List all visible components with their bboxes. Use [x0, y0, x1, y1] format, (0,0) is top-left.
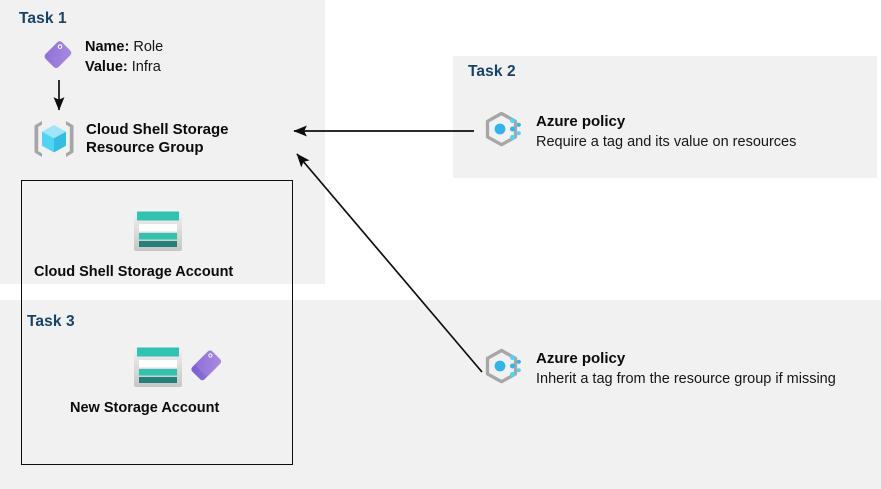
storage-accounts-container [21, 180, 293, 465]
task2-panel [453, 56, 877, 178]
storage-account-icon [132, 343, 184, 389]
tag-name-label: Name: [85, 39, 130, 55]
tag-icon [190, 348, 226, 384]
storage-account-icon [132, 207, 184, 253]
tag-key-value-block: Name: Role Value: Infra [85, 37, 163, 77]
azure-policy-require-description: Require a tag and its value on resources [536, 134, 797, 150]
tag-value-label: Value: [85, 59, 128, 75]
tag-name-row: Name: Role [85, 37, 163, 57]
tag-name-value: Role [133, 39, 164, 55]
azure-policy-inherit-description: Inherit a tag from the resource group if… [536, 371, 836, 387]
resource-group-icon [30, 117, 78, 161]
azure-policy-require-title: Azure policy [536, 113, 626, 130]
task3-heading: Task 3 [27, 313, 75, 330]
new-storage-account-label: New Storage Account [70, 400, 220, 416]
azure-policy-inherit-title: Azure policy [536, 350, 626, 367]
resource-group-label: Cloud Shell Storage Resource Group [86, 121, 229, 156]
tag-icon [41, 38, 77, 74]
task2-heading: Task 2 [468, 63, 516, 80]
tag-value-row: Value: Infra [85, 57, 163, 77]
azure-policy-icon [479, 346, 527, 394]
azure-policy-icon [479, 109, 527, 157]
task1-heading: Task 1 [19, 10, 67, 27]
cloud-shell-storage-account-label: Cloud Shell Storage Account [34, 264, 234, 280]
tag-value-value: Infra [131, 59, 161, 75]
